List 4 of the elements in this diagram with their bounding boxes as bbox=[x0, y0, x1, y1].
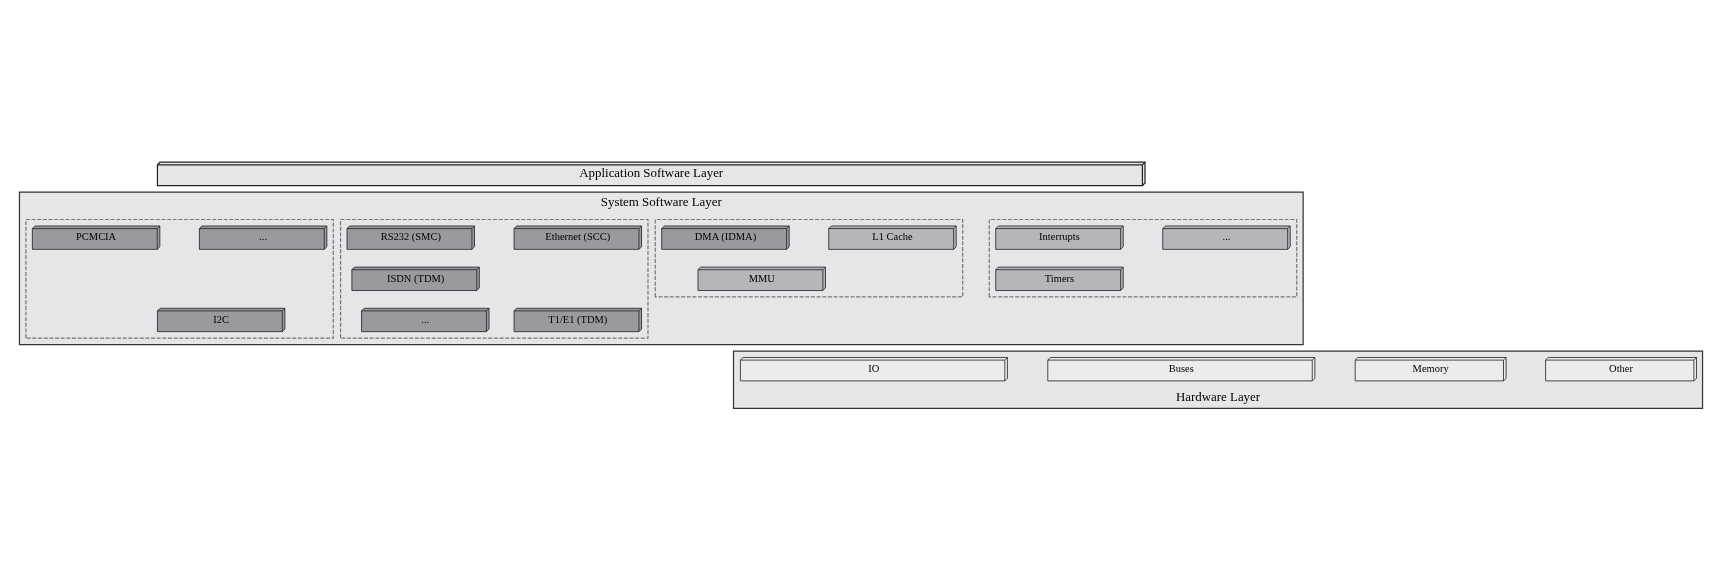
cluster bbox=[339, 218, 649, 339]
cluster bbox=[988, 218, 1298, 298]
cluster bbox=[25, 218, 334, 339]
cluster bbox=[654, 218, 964, 298]
